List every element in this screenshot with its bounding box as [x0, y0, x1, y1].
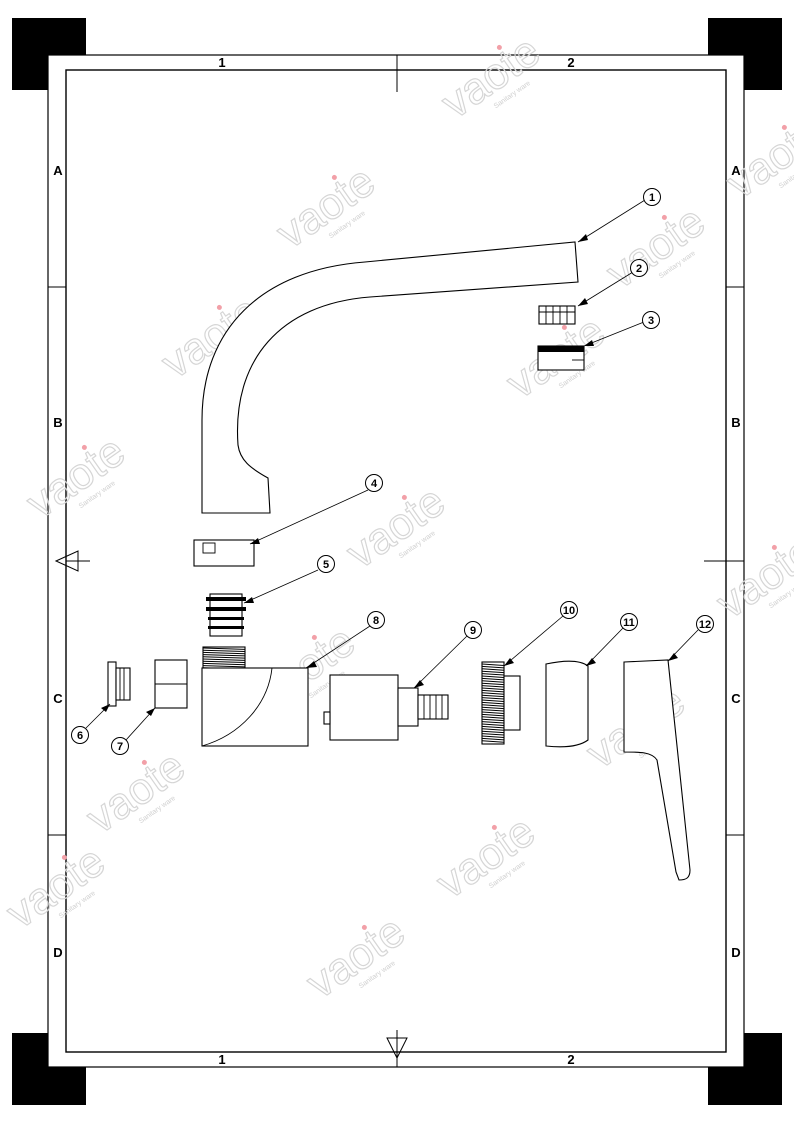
balloon-part-12: 12	[696, 615, 714, 633]
balloon-number: 6	[77, 730, 83, 742]
row-label-b-left: B	[53, 415, 62, 430]
row-label-a-right: A	[731, 163, 741, 178]
part-6-wall-fitting	[107, 661, 131, 707]
balloon-part-9: 9	[464, 621, 482, 639]
part-1-spout	[201, 241, 579, 514]
balloon-number: 12	[699, 619, 711, 631]
balloon-number: 3	[648, 315, 654, 327]
row-label-b-right: B	[731, 415, 740, 430]
balloon-part-10: 10	[560, 601, 578, 619]
balloon-part-6: 6	[71, 726, 89, 744]
corner-markers	[12, 18, 782, 1105]
part-7-adapter-nut	[154, 659, 188, 709]
part-11-cover-cap	[545, 660, 589, 748]
part-3-aerator-housing	[537, 345, 585, 371]
balloon-part-2: 2	[630, 259, 648, 277]
balloon-number: 2	[636, 263, 642, 275]
balloon-number: 8	[373, 615, 379, 627]
center-mark-bottom	[386, 1037, 408, 1060]
col-label-2-top: 2	[567, 55, 574, 70]
col-label-1-bottom: 1	[218, 1052, 225, 1067]
balloon-part-8: 8	[367, 611, 385, 629]
part-10-bonnet-nut	[481, 661, 521, 745]
row-label-c-right: C	[731, 691, 741, 706]
balloon-part-5: 5	[317, 555, 335, 573]
col-label-1-top: 1	[218, 55, 225, 70]
row-label-d-left: D	[53, 945, 62, 960]
part-5-swivel-connector	[206, 593, 246, 637]
balloon-number: 5	[323, 559, 329, 571]
balloon-number: 9	[470, 625, 476, 637]
balloon-part-7: 7	[111, 737, 129, 755]
col-label-2-bottom: 2	[567, 1052, 574, 1067]
balloon-number: 10	[563, 605, 575, 617]
zone-labels: 1 2 1 2 A B C D A B C D	[53, 55, 741, 1067]
balloon-number: 11	[623, 617, 635, 629]
balloon-number: 4	[371, 478, 378, 490]
balloon-number: 7	[117, 741, 123, 753]
balloon-part-3: 3	[642, 311, 660, 329]
balloon-part-4: 4	[365, 474, 383, 492]
balloon-number: 1	[649, 192, 655, 204]
leader-lines	[85, 199, 699, 741]
center-mark-left	[54, 550, 79, 572]
part-9-cartridge	[323, 674, 449, 741]
row-label-d-right: D	[731, 945, 740, 960]
part-4-spout-collar	[193, 539, 255, 567]
part-12-lever-handle	[623, 659, 691, 881]
row-label-c-left: C	[53, 691, 63, 706]
part-8-valve-body	[201, 646, 309, 747]
part-2-aerator-insert	[538, 305, 576, 325]
balloon-part-11: 11	[620, 613, 638, 631]
drawing-frame	[47, 54, 745, 1068]
balloon-part-1: 1	[643, 188, 661, 206]
row-label-a-left: A	[53, 163, 63, 178]
